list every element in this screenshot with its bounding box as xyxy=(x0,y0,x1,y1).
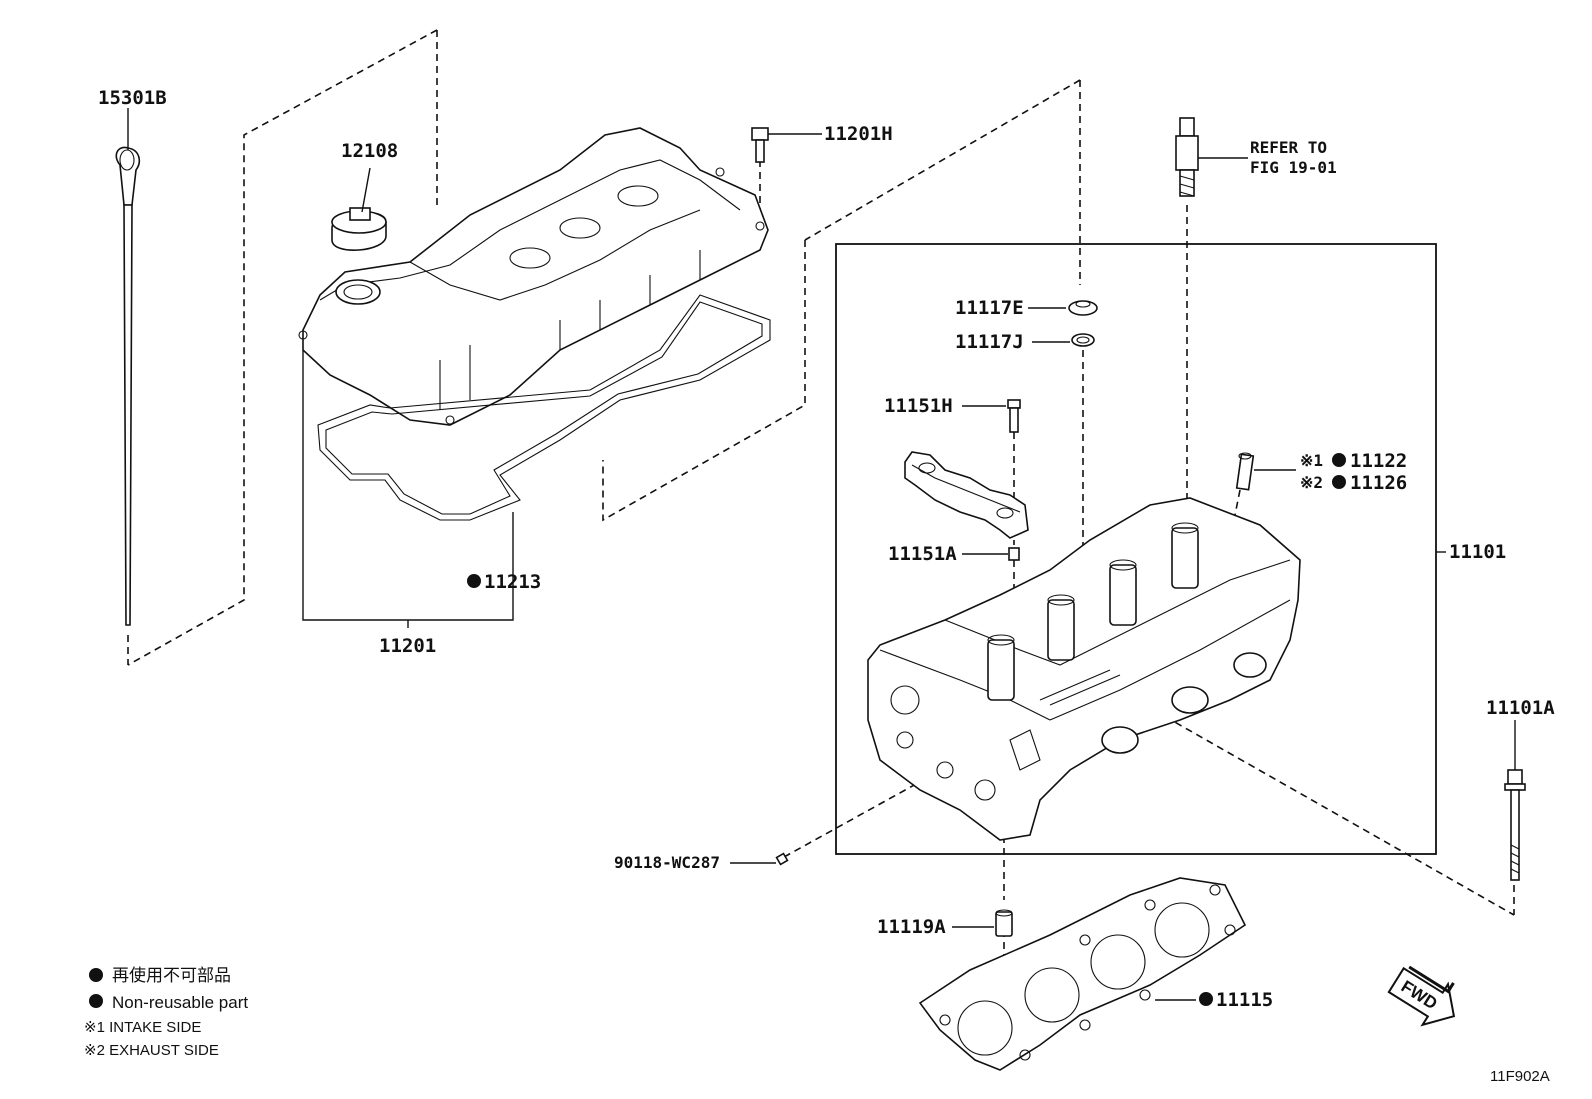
non-reusable-dot-icon xyxy=(1332,453,1346,467)
intake-guide-label: 11122 xyxy=(1350,450,1407,472)
bearing-cap-dowel-label: 11151A xyxy=(888,543,957,565)
spark-plug xyxy=(1175,117,1199,197)
non-reusable-dot-icon xyxy=(1332,475,1346,489)
dowel-pin xyxy=(995,909,1013,937)
head-bolt-label: 11101A xyxy=(1486,697,1555,719)
exhaust-mark: ※2 xyxy=(1300,473,1323,492)
valve-guide-bush xyxy=(1235,452,1255,491)
legend-intake-side: ※1 INTAKE SIDE xyxy=(84,1019,201,1036)
cover-assembly-label: 11201 xyxy=(379,635,436,657)
non-reusable-dot-icon xyxy=(1199,992,1213,1006)
projection-lines xyxy=(127,29,1515,1050)
cover-gasket xyxy=(317,294,771,521)
plug-label: 90118-WC287 xyxy=(614,853,720,872)
plug-tube-e xyxy=(1068,300,1098,316)
legend-non-reusable-jp: 再使用不可部品 xyxy=(112,965,231,985)
non-reusable-dot-icon xyxy=(467,574,481,588)
head-cover xyxy=(298,127,769,426)
dipstick xyxy=(115,146,141,626)
non-reusable-dot-icon xyxy=(89,994,103,1008)
head-gasket-label: 11115 xyxy=(1216,989,1273,1011)
figure-code: 11F902A xyxy=(1490,1068,1550,1085)
cylinder-head-label: 11101 xyxy=(1449,541,1506,563)
dipstick-label: 15301B xyxy=(98,87,167,109)
legend-non-reusable-en: Non-reusable part xyxy=(112,993,248,1012)
dowel-pin-label: 11119A xyxy=(877,916,946,938)
exhaust-guide-label: 11126 xyxy=(1350,472,1407,494)
filler-cap-label: 12108 xyxy=(341,140,398,162)
non-reusable-dot-icon xyxy=(89,968,103,982)
bearing-cap-dowel xyxy=(1008,547,1020,561)
oil-filler-cap xyxy=(331,207,387,251)
plug-tube-j-label: 11117J xyxy=(955,331,1024,353)
cover-bolt-label: 11201H xyxy=(824,123,893,145)
camshaft-bearing-cap xyxy=(904,451,1029,539)
filler-cap-leader xyxy=(361,167,371,213)
spark-plug-ref-line1: REFER TO xyxy=(1250,138,1327,157)
plug-tube-e-label: 11117E xyxy=(955,297,1024,319)
head-gasket xyxy=(918,877,1247,1071)
plug-tube-j xyxy=(1071,333,1095,347)
plug-part xyxy=(775,852,789,866)
bearing-cap-bolt-label: 11151H xyxy=(884,395,953,417)
fwd-arrow-icon: FWD xyxy=(1387,965,1456,1027)
head-bolt xyxy=(1504,769,1526,881)
legend-exhaust-side: ※2 EXHAUST SIDE xyxy=(84,1042,219,1059)
legend: 再使用不可部品 Non-reusable part ※1 INTAKE SIDE… xyxy=(84,965,248,1059)
cover-bolt xyxy=(751,127,769,163)
cylinder-head xyxy=(867,497,1301,841)
intake-mark: ※1 xyxy=(1300,451,1323,470)
cover-gasket-label: 11213 xyxy=(484,571,541,593)
cylinder-head-box xyxy=(835,243,1437,855)
spark-plug-ref-line2: FIG 19-01 xyxy=(1250,158,1337,177)
bearing-cap-bolt xyxy=(1007,399,1021,433)
